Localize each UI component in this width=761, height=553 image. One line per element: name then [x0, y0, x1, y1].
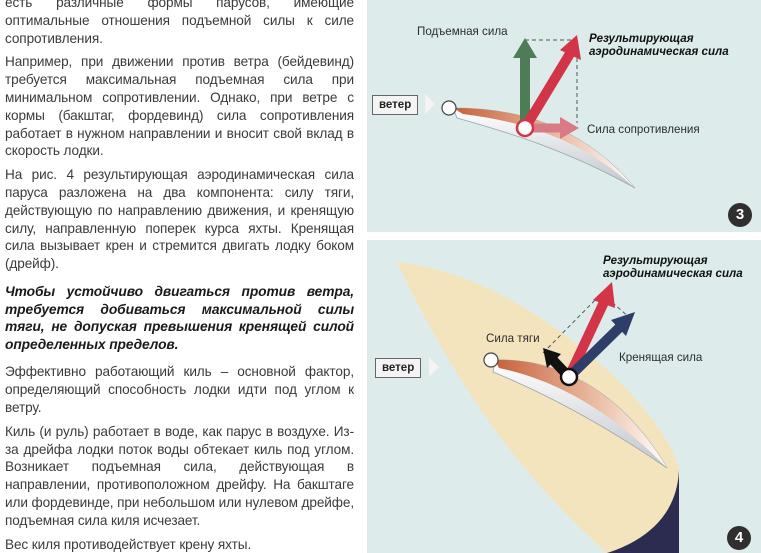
highlight-paragraph: Чтобы устойчиво двигаться против ветра, … — [5, 283, 354, 352]
wind-arrow-icon — [425, 94, 435, 114]
sail-foil — [452, 107, 636, 189]
hull-shape — [607, 470, 679, 553]
paragraph: Эффективно работающий киль – основной фа… — [5, 364, 354, 415]
heeling-arrow — [565, 324, 623, 381]
drag-label: Сила сопротивления — [587, 123, 700, 136]
paragraph: Например, при движении против ветра (бей… — [5, 54, 354, 159]
paragraph: Киль (и руль) работает в воде, как парус… — [5, 423, 355, 528]
heeling-arrow-head — [611, 312, 635, 336]
thrust-label: Сила тяги — [486, 332, 540, 345]
figure-number-badge: 4 — [727, 526, 751, 550]
resultant-label-line2: аэродинамическая сила — [603, 267, 743, 280]
resultant-arrow-head — [593, 282, 615, 308]
figure-3-diagram — [441, 35, 636, 189]
leading-edge-marker — [441, 100, 457, 116]
resultant-label-line1: Результирующая — [603, 254, 708, 267]
paragraph: есть различные формы парусов, имеющие оп… — [5, 0, 354, 46]
sail-area — [397, 262, 679, 553]
resultant-arrow — [520, 49, 576, 131]
force-point — [515, 118, 535, 138]
article-text: есть различные формы парусов, имеющие оп… — [0, 0, 356, 553]
figure-4-panel: Результирующая аэродинамическая сила Сил… — [367, 240, 761, 553]
wind-label-box: ветер — [372, 95, 419, 115]
lift-arrow-head — [513, 38, 537, 58]
paragraph: Вес киля противодействует крену яхты. — [5, 536, 252, 552]
drag-arrow-head — [560, 117, 579, 139]
sail-surface — [495, 359, 667, 468]
heeling-label: Кренящая сила — [619, 351, 703, 364]
resultant-label-line1: Результирующая — [589, 32, 694, 45]
lift-label: Подъемная сила — [417, 25, 508, 38]
thrust-arrow-head — [543, 348, 561, 368]
figure-number-badge: 3 — [728, 203, 752, 227]
resultant-label-line2: аэродинамическая сила — [589, 45, 729, 58]
leading-edge-marker — [483, 352, 499, 368]
resultant-arrow-head — [560, 35, 581, 60]
paragraph: На рис. 4 результирующая аэродинамическа… — [5, 167, 354, 272]
figure-4-diagram — [397, 262, 679, 553]
wind-label-box: ветер — [375, 358, 422, 378]
figure-3-panel: Подъемная сила Результирующая аэродинами… — [367, 0, 761, 232]
wind-arrow-icon — [429, 357, 439, 377]
force-point — [559, 367, 579, 387]
